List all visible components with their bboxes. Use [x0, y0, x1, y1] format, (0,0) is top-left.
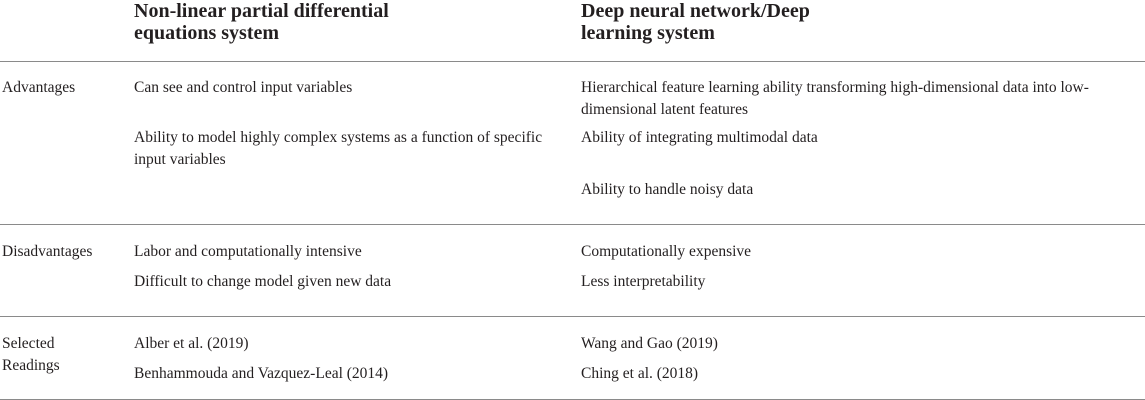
- header-divider: [0, 61, 1145, 62]
- disadvantage-pde-2: Difficult to change model given new data: [134, 273, 392, 290]
- header-col2: Non-linear partial differential equation…: [134, 0, 389, 44]
- advantage-dnn-3: Ability to handle noisy data: [581, 181, 754, 198]
- advantage-dnn-2: Ability of integrating multimodal data: [581, 129, 818, 146]
- advantage-dnn-1: Hierarchical feature learning ability tr…: [581, 79, 1089, 118]
- row-label-advantages: Advantages: [2, 79, 76, 96]
- reading-dnn-1: Wang and Gao (2019): [581, 335, 718, 352]
- disadvantage-dnn-2: Less interpretability: [581, 273, 706, 290]
- row-label-disadvantages: Disadvantages: [2, 243, 93, 260]
- disadvantages-divider: [0, 316, 1145, 317]
- disadvantage-pde-1: Labor and computationally intensive: [134, 243, 362, 260]
- reading-pde-1: Alber et al. (2019): [134, 335, 249, 352]
- row-label-selected-readings: Selected Readings: [2, 335, 60, 374]
- reading-pde-2: Benhammouda and Vazquez-Leal (2014): [134, 365, 389, 382]
- advantage-pde-1: Can see and control input variables: [134, 79, 353, 96]
- header-col3: Deep neural network/Deep learning system: [581, 0, 810, 44]
- disadvantage-dnn-1: Computationally expensive: [581, 243, 752, 260]
- reading-dnn-2: Ching et al. (2018): [581, 365, 699, 382]
- advantage-pde-2: Ability to model highly complex systems …: [134, 129, 543, 168]
- advantages-divider: [0, 224, 1145, 225]
